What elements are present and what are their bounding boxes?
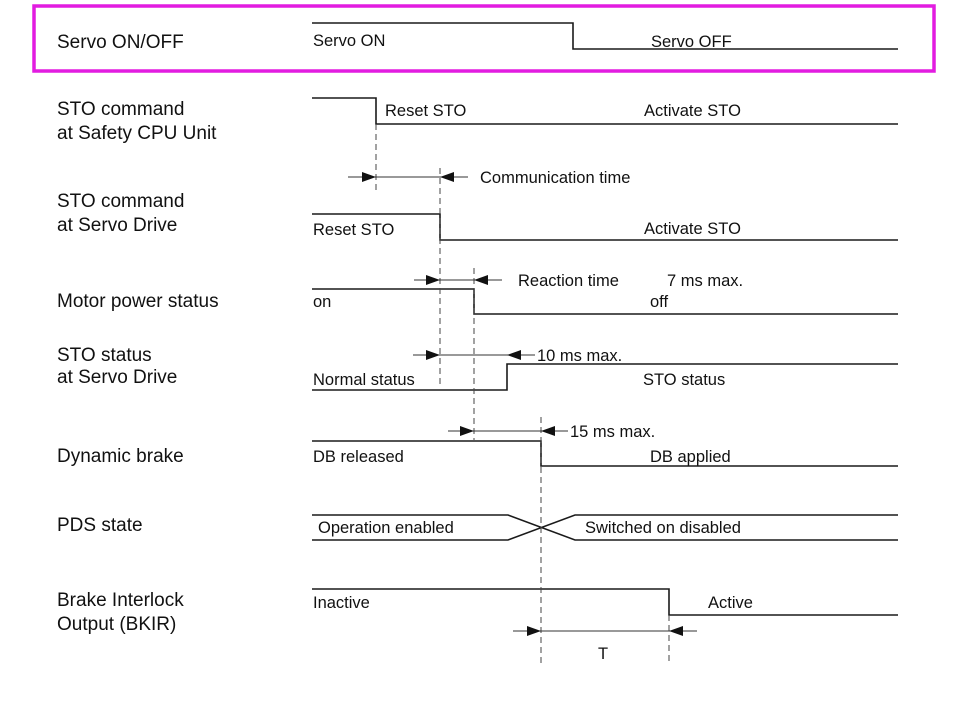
servo-off-label: Servo OFF [651,33,732,51]
sto-drive-after-label: Activate STO [644,220,741,238]
row-label-motor: Motor power status [57,291,219,312]
dyn-brake-waveform [312,440,898,467]
t-label: T [598,645,608,663]
motor-waveform [312,288,898,315]
sto-drive-before-label: Reset STO [313,221,394,239]
interval-t [513,626,697,636]
row-label-dyn-brake: Dynamic brake [57,446,184,467]
db-max-label: 15 ms max. [570,423,655,441]
motor-before-label: on [313,293,331,311]
arrow-left-icon [440,172,454,182]
sto-cpu-before-label: Reset STO [385,102,466,120]
bkir-waveform [312,588,898,616]
sto-max-label: 10 ms max. [537,347,622,365]
row-label-pds: PDS state [57,515,143,536]
sto-cpu-waveform [312,97,898,125]
sto-cpu-after-label: Activate STO [644,102,741,120]
sto-status-waveform [312,363,898,391]
row-label-sto-status: STO status at Servo Drive [57,345,177,388]
reaction-max-label: 7 ms max. [667,272,743,290]
interval-communication [348,172,468,182]
sto-drive-waveform [312,213,898,241]
interval-sto-status [413,350,535,360]
arrow-right-icon [460,426,474,436]
row-label-servo: Servo ON/OFF [57,32,184,53]
dyn-brake-after-label: DB applied [650,448,731,466]
communication-time-label: Communication time [480,169,630,187]
bkir-after-label: Active [708,594,753,612]
row-label-bkir: Brake Interlock Output (BKIR) [57,590,189,635]
arrow-right-icon [362,172,376,182]
row-label-sto-cpu: STO command at Safety CPU Unit [57,99,217,144]
bkir-before-label: Inactive [313,594,370,612]
sto-status-before-label: Normal status [313,371,415,389]
servo-waveform [312,22,898,50]
arrow-left-icon [507,350,521,360]
arrow-left-icon [541,426,555,436]
arrow-right-icon [527,626,541,636]
row-label-sto-drive: STO command at Servo Drive [57,191,190,236]
pds-after-label: Switched on disabled [585,519,741,537]
motor-after-label: off [650,293,668,311]
arrow-left-icon [474,275,488,285]
dyn-brake-before-label: DB released [313,448,404,466]
reaction-time-label: Reaction time [518,272,619,290]
servo-on-label: Servo ON [313,32,385,50]
interval-reaction [414,275,502,285]
arrow-left-icon [669,626,683,636]
arrow-right-icon [426,275,440,285]
servo-row-highlight [32,4,936,73]
pds-before-label: Operation enabled [318,519,454,537]
arrow-right-icon [426,350,440,360]
sto-status-after-label: STO status [643,371,725,389]
interval-dyn-brake [448,426,568,436]
